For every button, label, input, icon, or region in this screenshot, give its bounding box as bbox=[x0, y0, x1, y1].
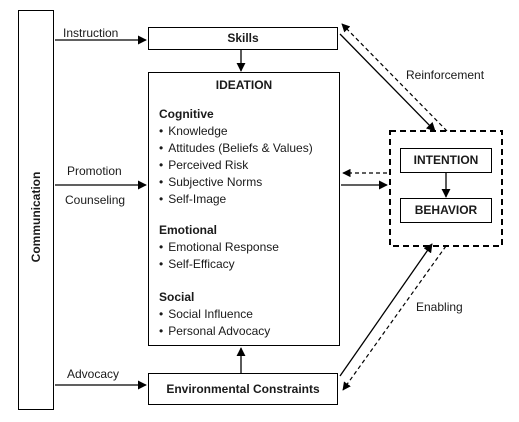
ideation-box: IDEATION Cognitive Knowledge Attitudes (… bbox=[148, 72, 340, 346]
environmental-title: Environmental Constraints bbox=[166, 382, 320, 396]
environmental-box: Environmental Constraints bbox=[148, 373, 338, 405]
behavior-box: BEHAVIOR bbox=[400, 198, 492, 223]
counseling-label: Counseling bbox=[65, 193, 126, 207]
cognitive-item: Attitudes (Beliefs & Values) bbox=[159, 140, 313, 157]
social-heading: Social bbox=[159, 290, 195, 304]
intention-box: INTENTION bbox=[400, 148, 492, 173]
social-item: Personal Advocacy bbox=[159, 323, 270, 340]
cognitive-list: Knowledge Attitudes (Beliefs & Values) P… bbox=[159, 123, 313, 208]
emotional-item: Emotional Response bbox=[159, 239, 279, 256]
emotional-item: Self-Efficacy bbox=[159, 256, 279, 273]
emotional-heading: Emotional bbox=[159, 223, 218, 237]
enabling-label: Enabling bbox=[416, 300, 463, 314]
intention-title: INTENTION bbox=[413, 153, 479, 167]
instruction-label: Instruction bbox=[63, 26, 119, 40]
social-item: Social Influence bbox=[159, 306, 270, 323]
skills-title: Skills bbox=[227, 31, 259, 45]
arrow-enabling bbox=[342, 245, 447, 391]
cognitive-heading: Cognitive bbox=[159, 107, 214, 121]
cognitive-item: Knowledge bbox=[159, 123, 313, 140]
skills-box: Skills bbox=[148, 27, 338, 50]
intention-behavior-group bbox=[389, 130, 503, 247]
cognitive-item: Subjective Norms bbox=[159, 174, 313, 191]
behavior-title: BEHAVIOR bbox=[414, 203, 478, 217]
promotion-label: Promotion bbox=[67, 164, 122, 178]
social-list: Social Influence Personal Advocacy bbox=[159, 306, 270, 340]
advocacy-label: Advocacy bbox=[67, 367, 120, 381]
communication-label: Communication bbox=[29, 171, 43, 263]
arrow-reinforcement bbox=[341, 23, 448, 132]
ideation-title: IDEATION bbox=[215, 78, 273, 92]
reinforcement-label: Reinforcement bbox=[406, 68, 485, 82]
cognitive-item: Self-Image bbox=[159, 191, 313, 208]
communication-box bbox=[18, 10, 54, 410]
arrow-environmental-to-group bbox=[339, 243, 433, 377]
arrow-skills-to-group bbox=[339, 33, 436, 132]
emotional-list: Emotional Response Self-Efficacy bbox=[159, 239, 279, 273]
cognitive-item: Perceived Risk bbox=[159, 157, 313, 174]
